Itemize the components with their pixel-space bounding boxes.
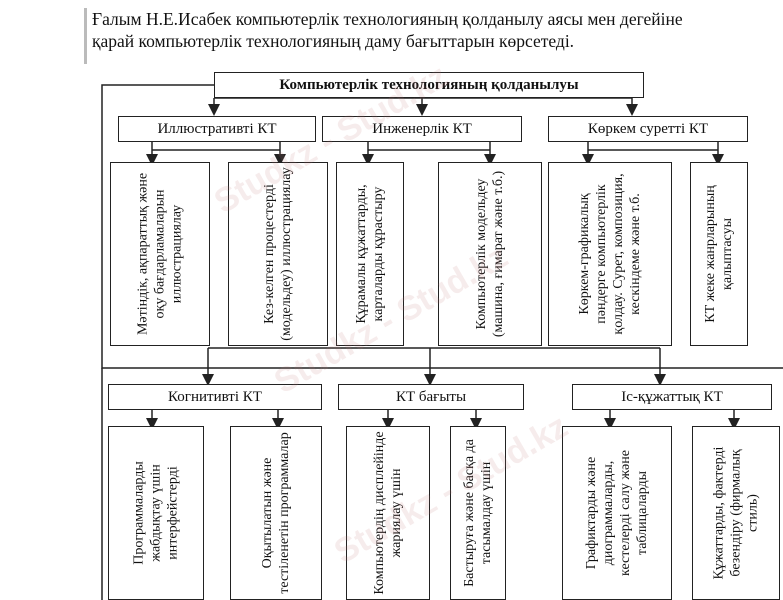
category-label: КТ бағыты bbox=[395, 388, 467, 405]
category-artistic: Көркем суретті КТ bbox=[548, 116, 748, 142]
category-label: Көркем суретті КТ bbox=[587, 120, 709, 137]
root-box: Компьютерлік технологияның қолданылуы bbox=[214, 72, 644, 98]
intro-line-1: Ғалым Н.Е.Исабек компьютерлік технология… bbox=[92, 9, 683, 29]
item-box: Құжаттарды, фактерді безендіру (фирмалық… bbox=[692, 426, 780, 600]
item-box: Мәтіндік, ақпараттық және оқу бағдарлама… bbox=[110, 162, 210, 346]
item-text: Көркем-графикалық пәндерге компьютерлік … bbox=[577, 173, 643, 335]
item-text: Компьютердің дисплейінде жариялау үшін bbox=[372, 431, 404, 595]
item-text: Құрамалы құжаттарды, карталарды құрастыр… bbox=[354, 184, 386, 324]
category-label: Когнитивті КТ bbox=[168, 388, 262, 405]
category-cognitive: Когнитивті КТ bbox=[108, 384, 322, 410]
category-label: Иллюстративті КТ bbox=[157, 120, 277, 137]
item-box: Компьютердің дисплейінде жариялау үшін bbox=[346, 426, 430, 600]
item-text: Мәтіндік, ақпараттық және оқу бағдарлама… bbox=[135, 172, 185, 336]
item-text: Графиктарды және диограммаларды, кестеле… bbox=[584, 450, 650, 576]
item-text: Кез-келген процестерді (модельдеу) иллюс… bbox=[262, 167, 294, 341]
item-box: Программаларды жабдықтау үшін интерфейст… bbox=[108, 426, 204, 600]
category-illustrative: Иллюстративті КТ bbox=[118, 116, 316, 142]
item-box: Графиктарды және диограммаларды, кестеле… bbox=[562, 426, 672, 600]
intro-line-2: қарай компьютерлік технологияның даму ба… bbox=[92, 31, 575, 51]
item-box: Оқытылатын және тестіленетін программала… bbox=[230, 426, 322, 600]
item-text: КТ жеке жанрларының қалыптасуы bbox=[703, 185, 735, 323]
item-text: Бастыруға және басқа да тасымалдау үшін bbox=[462, 439, 494, 587]
category-label: Іс-құжаттық КТ bbox=[621, 388, 723, 405]
item-box: Бастыруға және басқа да тасымалдау үшін bbox=[450, 426, 506, 600]
item-box: Құрамалы құжаттарды, карталарды құрастыр… bbox=[336, 162, 404, 346]
category-business: Іс-құжаттық КТ bbox=[572, 384, 772, 410]
item-text: Оқытылатын және тестіленетін программала… bbox=[260, 432, 292, 594]
item-box: Компьютерлік модельдеу (машина, ғимарат … bbox=[438, 162, 542, 346]
item-box: КТ жеке жанрларының қалыптасуы bbox=[690, 162, 748, 346]
quote-bar bbox=[84, 8, 87, 64]
root-label: Компьютерлік технологияның қолданылуы bbox=[279, 76, 579, 93]
category-direction: КТ бағыты bbox=[338, 384, 524, 410]
item-text: Программаларды жабдықтау үшін интерфейст… bbox=[131, 461, 181, 565]
category-engineering: Инженерлік КТ bbox=[322, 116, 522, 142]
intro-paragraph: Ғалым Н.Е.Исабек компьютерлік технология… bbox=[92, 8, 782, 52]
item-text: Құжаттарды, фактерді безендіру (фирмалық… bbox=[711, 446, 761, 580]
item-box: Кез-келген процестерді (модельдеу) иллюс… bbox=[228, 162, 328, 346]
category-label: Инженерлік КТ bbox=[372, 120, 472, 137]
item-text: Компьютерлік модельдеу (машина, ғимарат … bbox=[474, 170, 506, 338]
item-box: Көркем-графикалық пәндерге компьютерлік … bbox=[548, 162, 672, 346]
